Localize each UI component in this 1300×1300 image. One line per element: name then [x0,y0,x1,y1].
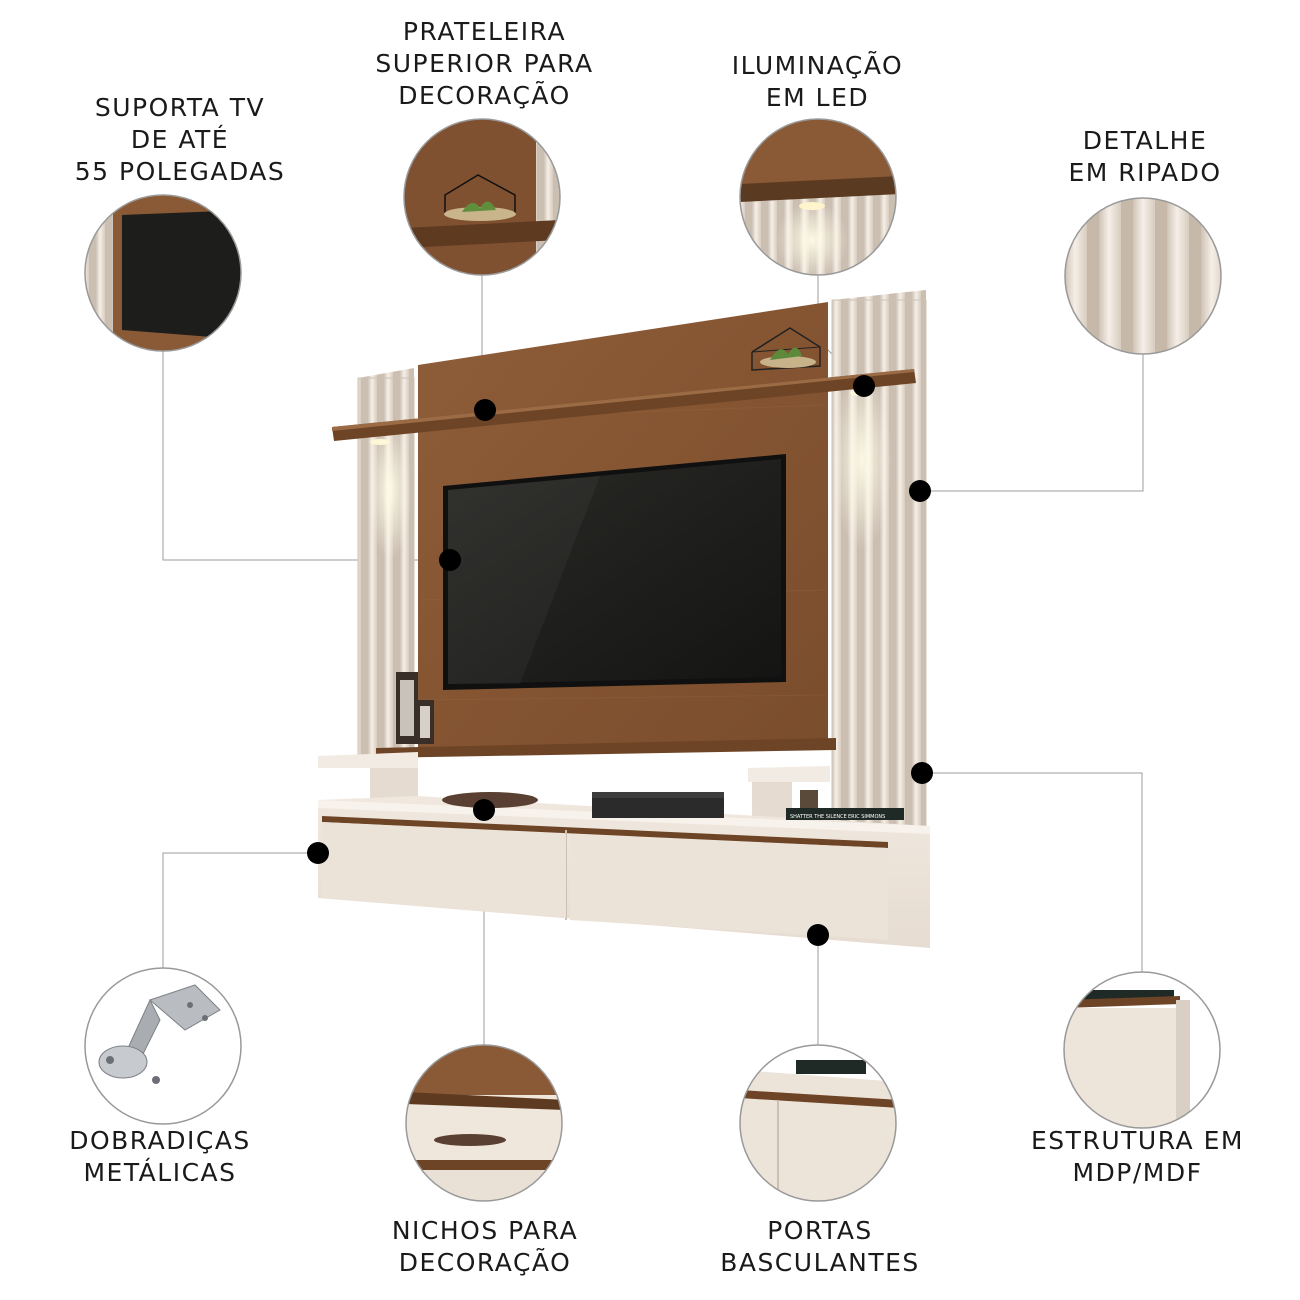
dot-led [853,375,875,397]
left-side-shelf [318,752,418,768]
book-author: ERIC SIMMONS [848,814,885,820]
label-hinges: DOBRADIÇAS METÁLICAS [69,1126,251,1187]
dot-structure [911,762,933,784]
detail-circle-doors [739,1044,897,1202]
dot-top-shelf [474,399,496,421]
label-doors: PORTAS BASCULANTES [720,1216,920,1277]
leader-slatted [920,354,1144,492]
right-flap-door [570,834,888,940]
label-led: ILUMINAÇÃO EM LED [731,51,904,112]
lower-wood-shelf [376,738,836,758]
tv-screen [448,459,781,684]
right-side-shelf [748,766,830,782]
dot-hinges [307,842,329,864]
led-spot-left [370,439,390,445]
label-slatted: DETALHE EM RIPADO [1068,126,1222,187]
detail-circle-slats [1064,197,1222,355]
left-flap-door [322,822,566,918]
tv-panel-furniture: SHATTER THE SILENCE ERIC SIMMONS [318,290,930,948]
base-cabinet [318,796,930,948]
terrarium-decoration [751,327,821,371]
detail-circle-niches [405,1044,563,1202]
dot-tv-support [439,549,461,571]
detail-circle-top-shelf [403,118,561,276]
hinge-icon [98,984,221,1084]
books [786,808,904,820]
book-title: SHATTER THE SILENCE [790,814,847,820]
detail-circle-led [739,118,897,276]
cabinet-wood-strip [322,816,888,848]
dot-niches [473,799,495,821]
detail-circle-structure [1063,971,1221,1129]
dot-slatted [909,480,931,502]
callout-dots [307,375,933,946]
detail-circle-tv [84,194,242,352]
left-slat-column [357,368,415,756]
niche-items: SHATTER THE SILENCE ERIC SIMMONS [442,790,904,820]
detail-circle-hinges [84,967,242,1125]
right-slat-column [831,290,927,931]
leader-tv-support [162,351,450,561]
label-structure: ESTRUTURA EM MDP/MDF [1031,1126,1244,1187]
top-shelf [332,369,916,441]
dot-doors [807,924,829,946]
leader-structure [922,772,1143,972]
label-top-shelf: PRATELEIRA SUPERIOR PARA DECORAÇÃO [375,17,594,110]
lantern-decoration [396,672,434,744]
label-tv-support: SUPORTA TV DE ATÉ 55 POLEGADAS [74,93,286,186]
leader-hinges [162,852,318,968]
label-niches: NICHOS PARA DECORAÇÃO [391,1216,579,1277]
television [443,454,786,690]
